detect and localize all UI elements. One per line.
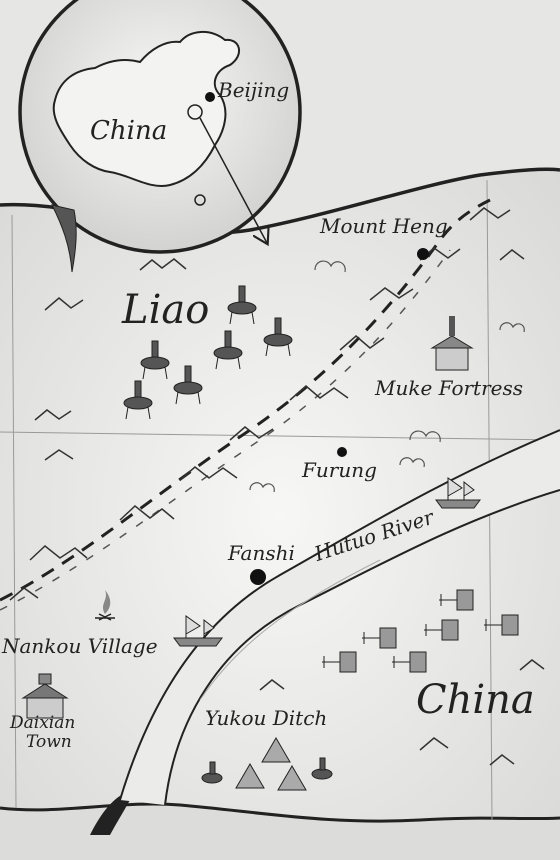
mountain-icon: [9, 587, 39, 601]
cavalry-icon: [263, 317, 293, 357]
clouds: [249, 260, 525, 493]
tent-icon: [261, 737, 291, 763]
mountain-icon: [34, 409, 72, 421]
fold-line-vertical-left: [11, 214, 17, 809]
cavalry-icon: [123, 380, 153, 420]
great-wall-dashed-line: [0, 198, 491, 602]
mountain-icon: [289, 385, 349, 401]
region-label-china: China: [416, 677, 535, 723]
cloud-icon: [409, 430, 441, 443]
map-sheet-bottom-edge: [0, 802, 560, 823]
paper-tear: [90, 790, 135, 835]
locator-arrow: [199, 117, 267, 243]
yukou-camp: [201, 737, 333, 791]
mountain-range: [9, 207, 545, 766]
fold-line-horizontal: [0, 431, 560, 441]
crossbowman-icon: [439, 589, 474, 611]
mountain-icon: [499, 249, 525, 261]
fortress-icon: [430, 316, 474, 371]
hainan-island: [194, 194, 206, 206]
tent-icon: [277, 765, 307, 791]
inset-country-label: China: [90, 116, 168, 146]
cloud-icon: [399, 457, 425, 468]
hutuo-river: [120, 430, 560, 805]
mountain-icon: [259, 679, 285, 691]
junk-boat-icon: [435, 477, 481, 509]
place-label-daixian-line2: Town: [26, 732, 72, 752]
mountain-icon: [369, 287, 414, 301]
mountain-icon: [139, 258, 187, 271]
map-sheet-bottom-curl: [0, 803, 560, 860]
crossbowman-icon: [424, 619, 459, 641]
cloud-icon: [314, 260, 346, 273]
mountain-icon: [179, 466, 238, 481]
mountain-icon: [339, 335, 385, 351]
cavalry-icon: [173, 365, 203, 405]
cavalry-icon: [201, 761, 223, 784]
cavalry-icon: [140, 340, 170, 380]
cavalry-icon: [213, 330, 243, 370]
place-label-nankou-village: Nankou Village: [2, 634, 158, 658]
mountain-icon: [229, 426, 274, 441]
mountain-icon: [489, 754, 515, 766]
mountain-icon: [29, 545, 88, 561]
mountain-icon: [419, 737, 449, 751]
region-locator-circle: [187, 104, 203, 120]
crossbowman-icon: [484, 614, 519, 636]
cloud-icon: [499, 322, 525, 333]
place-label-mount-heng: Mount Heng: [320, 214, 448, 238]
campfire-icon: [95, 590, 115, 621]
crossbowman-icon: [322, 651, 357, 673]
mountain-icon: [44, 449, 74, 461]
mountain-icon: [119, 505, 175, 521]
city-dot-icon-fanshi: [250, 569, 266, 585]
map-sheet: [0, 169, 560, 860]
region-label-liao: Liao: [122, 287, 210, 333]
china-outline: [52, 31, 240, 187]
mountain-icon: [469, 207, 511, 221]
paper-curl-left: [51, 204, 77, 273]
mountain-icon: [44, 297, 84, 311]
place-label-muke-fortress: Muke Fortress: [375, 376, 524, 400]
junk-boat-icon: [173, 615, 223, 647]
liao-cavalry-group: [123, 285, 293, 420]
junk-boats: [173, 477, 481, 647]
cavalry-icon: [311, 757, 333, 780]
city-dot-icon-beijing: [205, 92, 215, 102]
mountain-icon: [519, 659, 545, 671]
fortress-icon: [21, 673, 69, 719]
crossbowman-icon: [362, 627, 397, 649]
city-dot-icon-furung: [337, 447, 347, 457]
crossbowman-icon: [392, 651, 427, 673]
river-north-bank: [119, 429, 560, 801]
cavalry-icon: [227, 285, 257, 325]
place-label-fanshi: Fanshi: [228, 541, 295, 565]
inset-capital-label: Beijing: [218, 78, 290, 102]
city-dot-icon-mount-heng: [417, 248, 429, 260]
place-label-furung: Furung: [302, 458, 377, 482]
inset-map: [18, 0, 302, 273]
song-crossbow-group: [322, 589, 519, 673]
place-label-yukou-ditch: Yukou Ditch: [205, 706, 328, 730]
cloud-icon: [249, 482, 275, 493]
place-label-daixian-line1: Daixian: [10, 713, 76, 733]
tent-icon: [235, 763, 265, 789]
river-current: [199, 559, 381, 701]
